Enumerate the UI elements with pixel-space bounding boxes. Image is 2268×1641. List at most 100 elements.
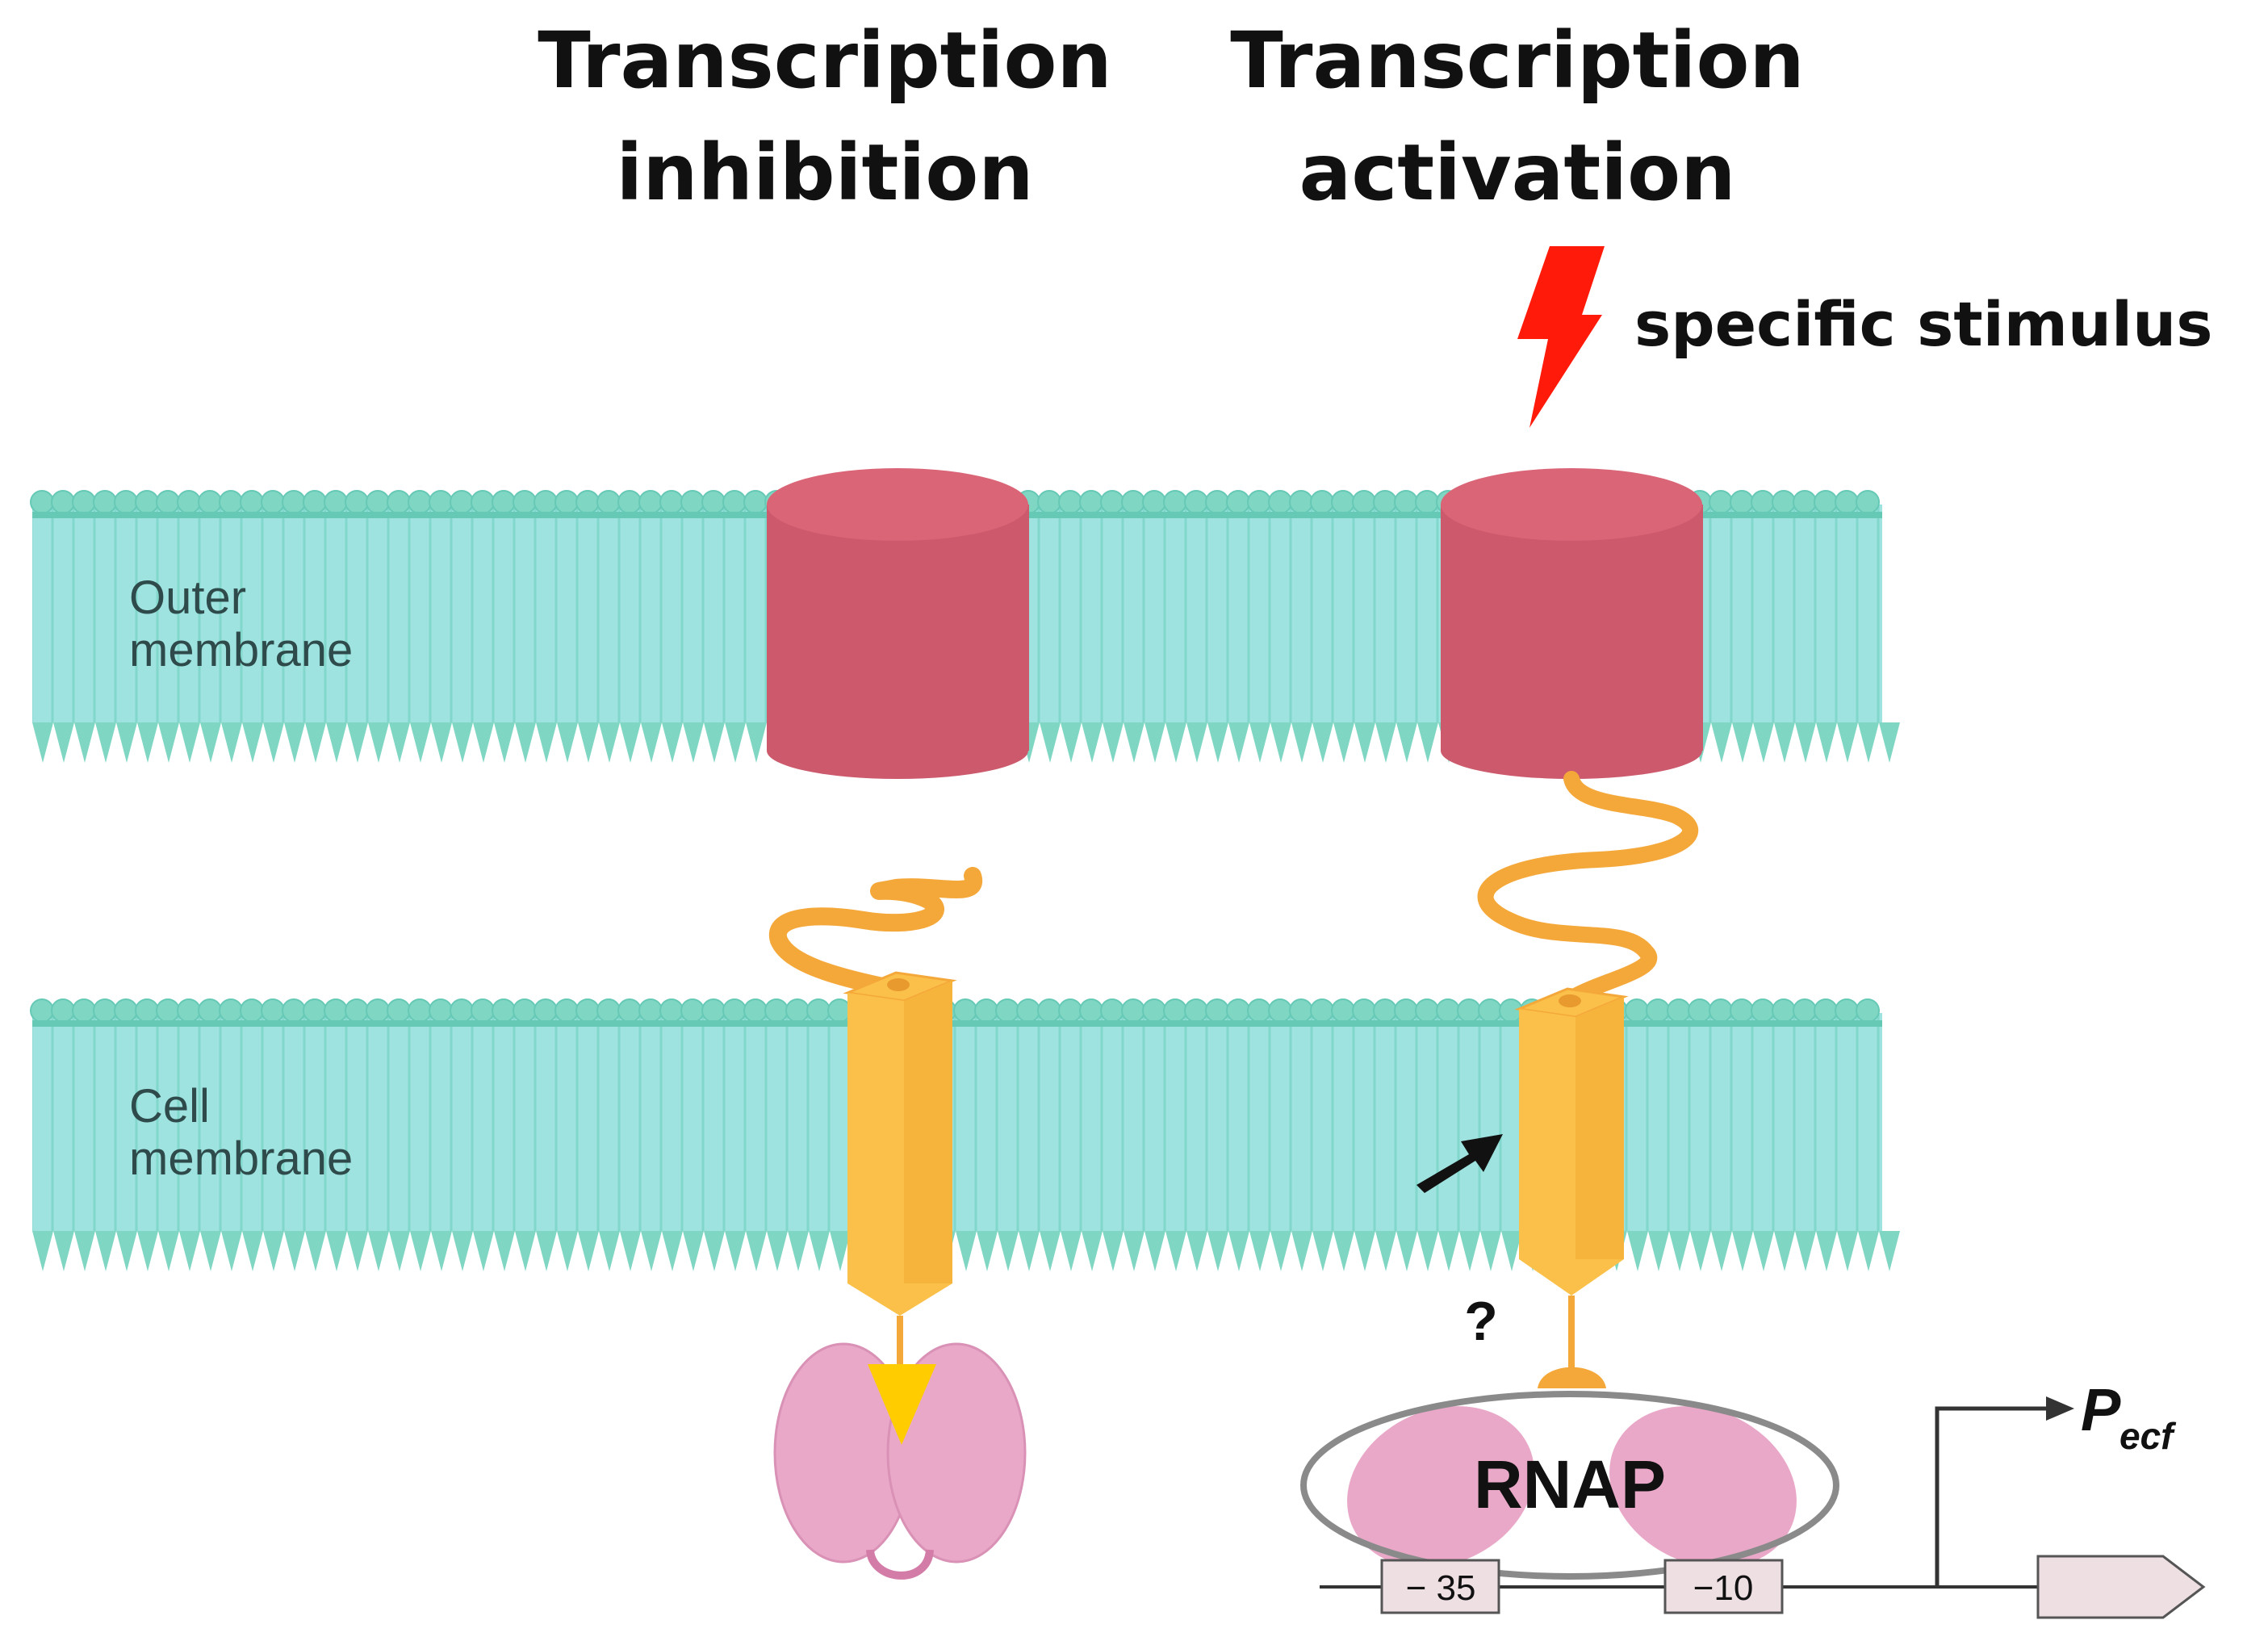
- lipid-head: [261, 490, 285, 514]
- lipid-head: [974, 998, 998, 1023]
- lipid-head: [471, 998, 495, 1023]
- lipid-head: [1142, 490, 1166, 514]
- box-minus-35: [1380, 1559, 1500, 1614]
- outer-membrane-label-line1: Outer: [129, 571, 246, 624]
- lipid-head: [177, 998, 201, 1023]
- cell-membrane-teeth: [32, 1231, 1900, 1271]
- lipid-head: [1688, 998, 1712, 1023]
- lipid-head: [1625, 998, 1649, 1023]
- lipid-head: [1667, 998, 1691, 1023]
- lipid-head: [93, 998, 117, 1023]
- lipid-head: [1247, 998, 1271, 1023]
- lipid-head: [722, 998, 747, 1023]
- lipid-head: [1772, 998, 1796, 1023]
- lipid-head: [1436, 998, 1460, 1023]
- lipid-head: [1856, 490, 1880, 514]
- lipid-head: [324, 490, 348, 514]
- lipid-head: [198, 490, 222, 514]
- lipid-head: [156, 490, 180, 514]
- lipid-head: [72, 490, 96, 514]
- black-arrow-icon: [1416, 1134, 1503, 1193]
- lipid-head: [1373, 998, 1397, 1023]
- lipid-head: [1751, 998, 1775, 1023]
- lipid-head: [408, 998, 432, 1023]
- promoter-label: P: [2081, 1376, 2121, 1443]
- lipid-head: [995, 998, 1019, 1023]
- lipid-head: [1142, 998, 1166, 1023]
- lipid-head: [827, 998, 852, 1023]
- lipid-head: [1058, 998, 1082, 1023]
- lipid-head: [1268, 490, 1292, 514]
- sigma-factor-left: [773, 1342, 1027, 1580]
- lipid-head: [1205, 998, 1229, 1023]
- lipid-head: [72, 998, 96, 1023]
- lipid-head: [534, 998, 558, 1023]
- question-mark: ?: [1464, 1291, 1498, 1352]
- lipid-head: [554, 998, 579, 1023]
- lipid-head: [492, 490, 516, 514]
- lipid-head: [1079, 490, 1103, 514]
- lipid-head: [659, 490, 684, 514]
- lipid-head: [1184, 490, 1208, 514]
- lipid-head: [135, 490, 159, 514]
- lipid-head: [701, 490, 726, 514]
- lipid-head: [408, 490, 432, 514]
- lipid-head: [1205, 490, 1229, 514]
- lipid-head: [177, 490, 201, 514]
- lipid-head: [30, 998, 54, 1023]
- lipid-head: [114, 490, 138, 514]
- heading-activation-line1: Transcription: [1230, 15, 1805, 106]
- lipid-head: [1415, 490, 1439, 514]
- lipid-head: [450, 998, 474, 1023]
- lipid-tail-teeth: [32, 1231, 1900, 1271]
- cell-membrane-label-line2: membrane: [129, 1132, 353, 1185]
- lipid-head: [1373, 490, 1397, 514]
- lipid-head: [1037, 998, 1061, 1023]
- lipid-head: [596, 998, 621, 1023]
- lipid-head: [1121, 490, 1145, 514]
- lipid-head: [240, 998, 264, 1023]
- lipid-head: [1814, 998, 1838, 1023]
- lipid-head: [1100, 490, 1124, 514]
- promoter-arrow-icon: [1935, 1406, 2046, 1587]
- box-minus-35-label: − 35: [1406, 1568, 1476, 1608]
- lipid-head: [722, 490, 747, 514]
- lipid-head: [1457, 998, 1481, 1023]
- lipid-head: [366, 998, 390, 1023]
- lipid-head: [638, 998, 663, 1023]
- promoter-subscript: ecf: [2119, 1415, 2177, 1457]
- lipid-head: [198, 998, 222, 1023]
- lipid-head: [680, 490, 705, 514]
- box-minus-10: [1663, 1559, 1784, 1614]
- anti-sigma-coil-left: [768, 867, 983, 1002]
- cell-membrane-heads: [30, 998, 1882, 1027]
- lipid-head: [1163, 998, 1187, 1023]
- lipid-head: [1310, 490, 1334, 514]
- lipid-head: [30, 490, 54, 514]
- outer-membrane-protein-left: [767, 468, 1029, 779]
- lipid-head: [1226, 998, 1250, 1023]
- lipid-head: [1163, 490, 1187, 514]
- lipid-head: [324, 998, 348, 1023]
- lipid-head: [345, 490, 369, 514]
- lipid-head: [1793, 490, 1817, 514]
- lipid-head: [1814, 490, 1838, 514]
- lipid-head: [387, 490, 411, 514]
- lipid-head: [93, 490, 117, 514]
- lipid-head: [471, 490, 495, 514]
- lipid-head: [701, 998, 726, 1023]
- outer-membrane-label-line2: membrane: [129, 624, 353, 676]
- lipid-head: [345, 998, 369, 1023]
- lipid-head: [1331, 490, 1355, 514]
- lipid-head: [1394, 998, 1418, 1023]
- heading-inhibition-line1: Transcription: [538, 15, 1112, 106]
- lipid-head: [1394, 490, 1418, 514]
- lipid-head: [785, 998, 810, 1023]
- lipid-head: [387, 998, 411, 1023]
- lipid-head: [534, 490, 558, 514]
- cell-membrane-label-line1: Cell: [129, 1080, 210, 1132]
- lipid-head: [114, 998, 138, 1023]
- lipid-head: [1709, 490, 1733, 514]
- lipid-head: [1226, 490, 1250, 514]
